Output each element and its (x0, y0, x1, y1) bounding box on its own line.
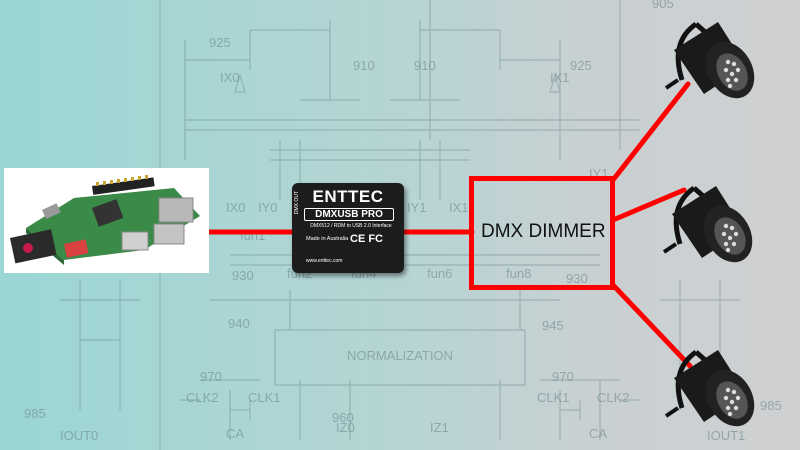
par-light-2 (664, 186, 762, 271)
par-light-1 (666, 22, 764, 107)
par-light-3 (666, 350, 764, 435)
